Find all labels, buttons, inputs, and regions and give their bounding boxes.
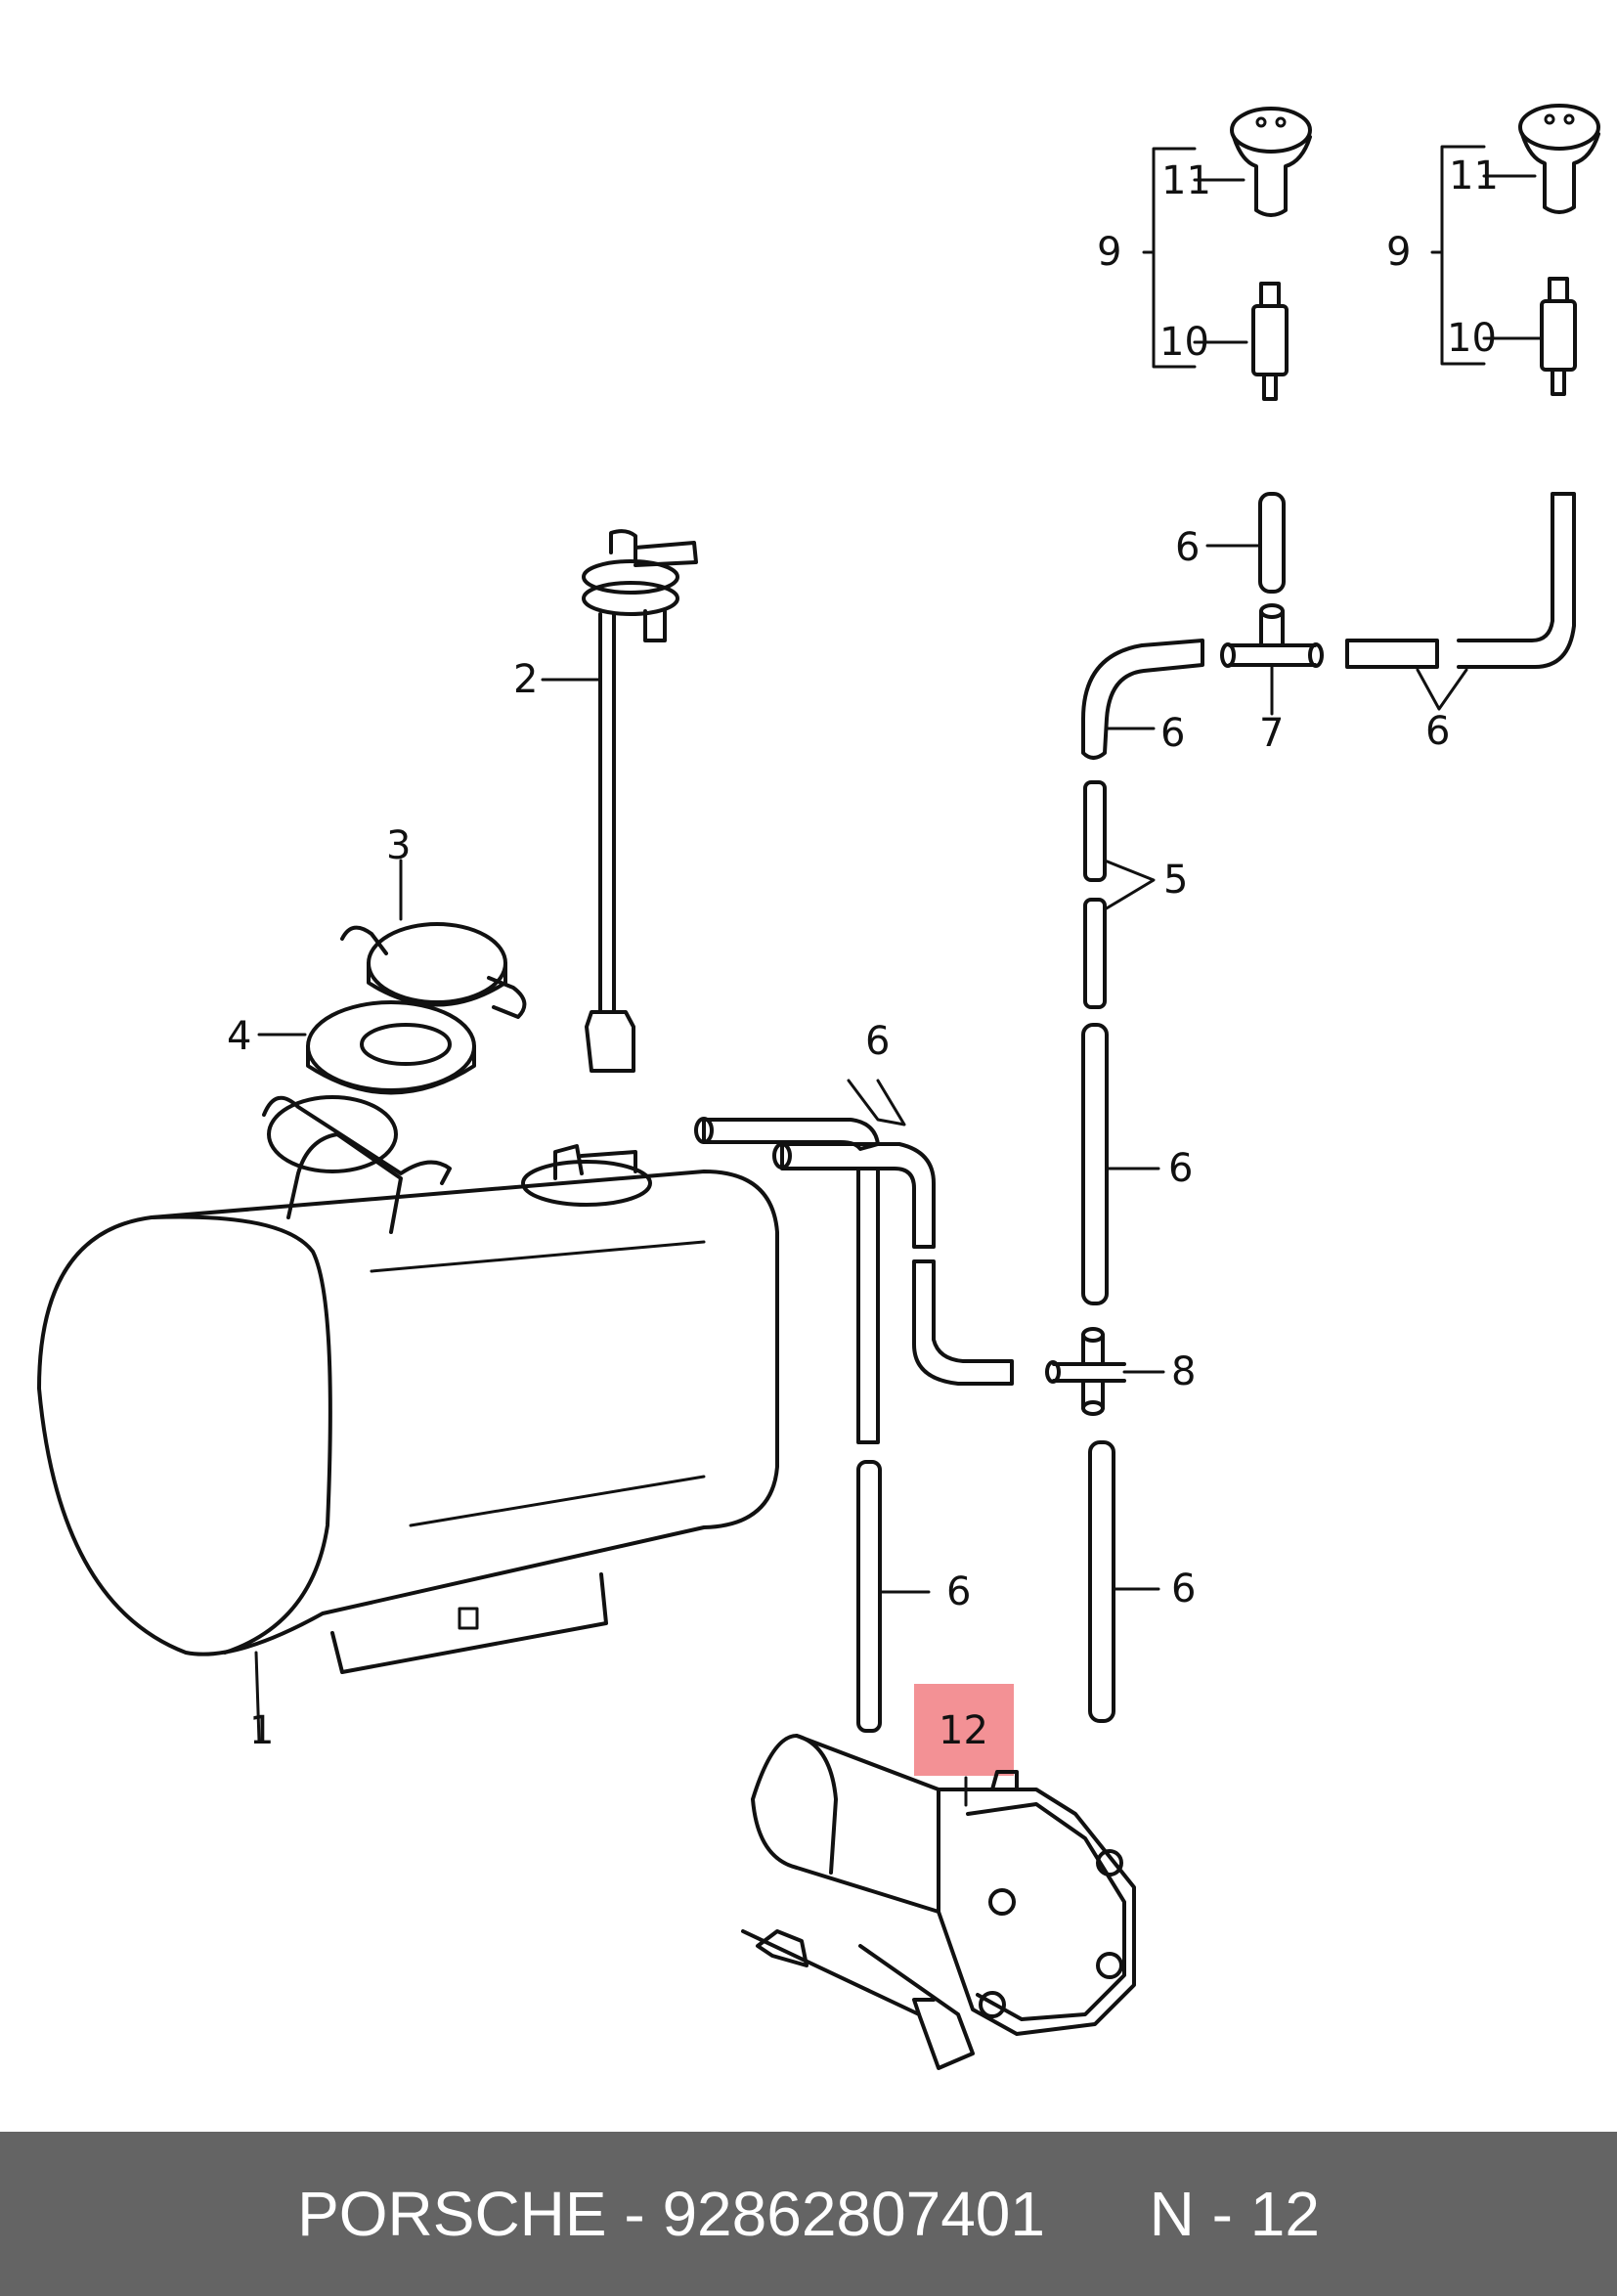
bent-hoses [694, 1079, 1014, 1733]
nozzle-valve-icon [1540, 277, 1577, 396]
callout-6-bent: 6 [865, 1019, 891, 1064]
callout-6-right: 6 [1425, 709, 1451, 754]
highlight-part-12 [914, 1684, 1014, 1776]
hose-6-lower-right [1088, 1440, 1160, 1723]
hose-6-middle [1081, 1023, 1160, 1305]
hoses-5 [1083, 780, 1156, 1009]
callout-6-elbow: 6 [1160, 711, 1186, 756]
callout-6-middle: 6 [1168, 1146, 1194, 1191]
nozzle-cap-icon [1230, 107, 1312, 217]
part-number: 92862807401 [662, 2179, 1045, 2249]
position-label: N - 12 [1149, 2179, 1320, 2249]
callout-11-left: 11 [1161, 158, 1211, 203]
brand-name: PORSCHE [297, 2179, 607, 2249]
callout-7: 7 [1259, 711, 1285, 756]
t-piece-8-icon [1045, 1327, 1165, 1416]
callout-9-left: 9 [1097, 230, 1122, 275]
callout-12: 12 [939, 1708, 988, 1753]
footer-bar: PORSCHE - 92862807401 N - 12 [0, 2132, 1617, 2296]
reservoir-tank-1 [37, 1095, 779, 1743]
washer-pump-12 [741, 1734, 1136, 2070]
filler-cap-3 [340, 859, 527, 1019]
callout-5: 5 [1163, 858, 1189, 903]
callout-2: 2 [513, 657, 539, 702]
nozzle-assembly-left [1142, 107, 1312, 401]
spacer [1045, 2178, 1150, 2250]
callout-10-left: 10 [1159, 320, 1209, 365]
parts-diagram: 1 2 3 4 5 6 6 6 6 6 6 6 7 8 9 9 10 10 11… [37, 104, 1600, 2070]
callout-4: 4 [227, 1014, 252, 1059]
nozzle-assembly-right [1430, 104, 1600, 396]
pump-sender-2 [541, 529, 698, 1073]
upper-hoses [1081, 492, 1576, 760]
callout-9-right: 9 [1386, 230, 1412, 275]
callout-6-lower-right: 6 [1171, 1567, 1197, 1612]
nozzle-valve-icon [1251, 282, 1289, 401]
callout-6-top: 6 [1175, 525, 1201, 570]
seal-4 [257, 1000, 476, 1095]
separator: - [606, 2179, 663, 2249]
callout-8: 8 [1171, 1349, 1197, 1394]
callout-1: 1 [249, 1708, 275, 1753]
callout-11-right: 11 [1449, 154, 1499, 199]
callout-6-lower-left: 6 [946, 1569, 972, 1614]
t-piece-7-icon [1220, 603, 1324, 716]
nozzle-cap-icon [1518, 104, 1600, 214]
diagram-drawing [37, 104, 1600, 2070]
callout-3: 3 [386, 823, 412, 868]
footer-caption: PORSCHE - 92862807401 N - 12 [0, 2132, 1617, 2296]
callout-10-right: 10 [1447, 316, 1497, 361]
